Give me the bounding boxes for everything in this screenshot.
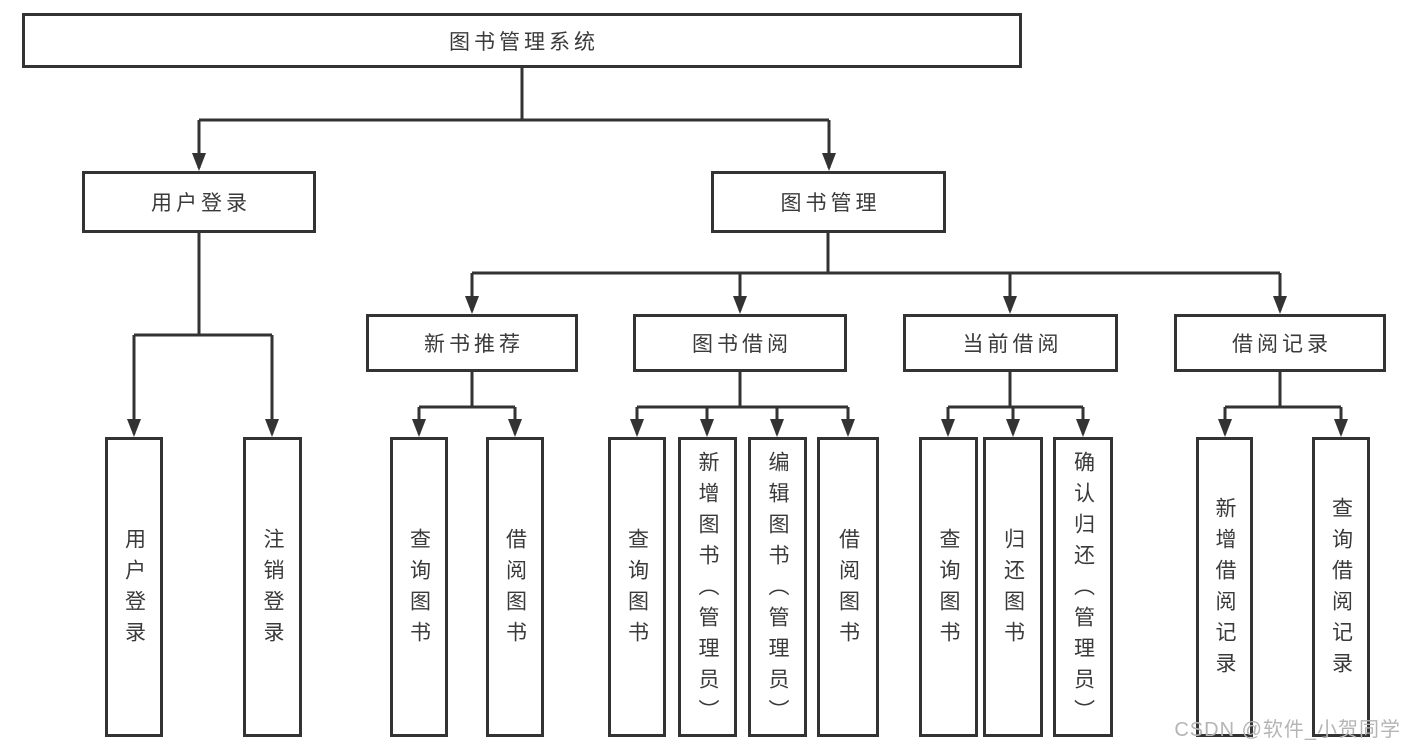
leaf-borrowing-borrow-books: 借阅图书 xyxy=(817,437,879,737)
leaf-user-login: 用户登录 xyxy=(105,437,163,737)
node-root: 图书管理系统 xyxy=(22,13,1022,68)
node-borrow-records: 借阅记录 xyxy=(1174,314,1386,372)
connector-new-book-recommend-children xyxy=(412,372,522,437)
leaf-borrowing-add-book-admin: 新增图书（管理员） xyxy=(678,437,737,737)
leaf-recommend-query-books: 查询图书 xyxy=(390,437,448,737)
leaf-current-return-books-label: 归还图书 xyxy=(1001,528,1025,652)
node-current-borrowing: 当前借阅 xyxy=(903,314,1118,372)
leaf-logout: 注销登录 xyxy=(243,437,302,737)
leaf-borrowing-edit-book-admin: 编辑图书（管理员） xyxy=(748,437,807,737)
leaf-records-query-record-label: 查询借阅记录 xyxy=(1329,497,1353,683)
leaf-borrowing-query-books: 查询图书 xyxy=(608,437,666,737)
leaf-records-add-record-label: 新增借阅记录 xyxy=(1213,497,1236,683)
connector-book-management-children xyxy=(465,233,1287,314)
leaf-current-confirm-return-admin-label: 确认归还（管理员） xyxy=(1071,450,1095,730)
connector-root-to-level2 xyxy=(192,68,836,171)
leaf-current-query-books-label: 查询图书 xyxy=(937,528,960,652)
leaf-recommend-borrow-books-label: 借阅图书 xyxy=(503,528,527,652)
leaf-records-query-record: 查询借阅记录 xyxy=(1312,437,1370,737)
leaf-logout-label: 注销登录 xyxy=(261,528,284,652)
leaf-borrowing-borrow-books-label: 借阅图书 xyxy=(836,528,860,652)
leaf-current-return-books: 归还图书 xyxy=(983,437,1043,737)
connector-current-borrowing-children xyxy=(941,372,1090,437)
leaf-user-login-label: 用户登录 xyxy=(122,528,146,652)
node-book-management: 图书管理 xyxy=(711,171,946,233)
connector-user-login-children xyxy=(127,233,279,437)
leaf-current-confirm-return-admin: 确认归还（管理员） xyxy=(1053,437,1113,737)
node-new-book-recommend: 新书推荐 xyxy=(366,314,578,372)
leaf-recommend-borrow-books: 借阅图书 xyxy=(486,437,544,737)
leaf-recommend-query-books-label: 查询图书 xyxy=(407,528,431,652)
leaf-borrowing-add-book-admin-label: 新增图书（管理员） xyxy=(696,450,719,730)
connector-book-borrowing-children xyxy=(630,372,855,437)
node-user-login-label: 用户登录 xyxy=(151,192,251,215)
node-user-login: 用户登录 xyxy=(82,171,316,233)
leaf-borrowing-query-books-label: 查询图书 xyxy=(625,528,649,652)
node-book-borrowing-label: 图书借阅 xyxy=(692,333,792,356)
leaf-records-add-record: 新增借阅记录 xyxy=(1196,437,1253,737)
leaf-current-query-books: 查询图书 xyxy=(919,437,978,737)
node-book-borrowing: 图书借阅 xyxy=(633,314,847,372)
leaf-borrowing-edit-book-admin-label: 编辑图书（管理员） xyxy=(766,450,789,730)
node-current-borrowing-label: 当前借阅 xyxy=(962,333,1063,356)
node-root-label: 图书管理系统 xyxy=(449,30,599,54)
node-book-management-label: 图书管理 xyxy=(780,192,881,215)
node-new-book-recommend-label: 新书推荐 xyxy=(424,333,524,356)
node-borrow-records-label: 借阅记录 xyxy=(1232,333,1332,356)
connector-borrow-records-children xyxy=(1218,372,1348,437)
